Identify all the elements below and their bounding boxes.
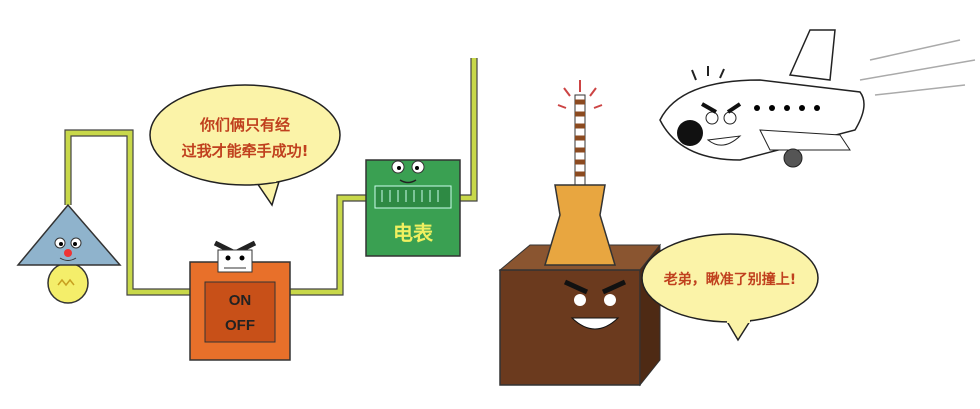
switch-off-label: OFF (225, 317, 255, 334)
bubble-left-line2: 过我才能牵手成功! (182, 142, 309, 160)
bubble-left-line1: 你们俩只有经 (199, 116, 290, 134)
bubble-right-text: 老弟，瞅准了别撞上! (664, 271, 796, 288)
lamp (16, 203, 122, 304)
meter-label: 电表 (393, 221, 434, 245)
switch-box: ON OFF (189, 240, 291, 361)
speech-bubble-right: 老弟，瞅准了别撞上! (641, 233, 819, 342)
wire (65, 58, 477, 295)
airplane (659, 29, 976, 168)
speech-bubble-left: 你们俩只有经 过我才能牵手成功! (149, 84, 341, 207)
electric-meter: 电表 (365, 159, 461, 257)
tower (498, 80, 662, 387)
switch-on-label: ON (229, 292, 252, 309)
